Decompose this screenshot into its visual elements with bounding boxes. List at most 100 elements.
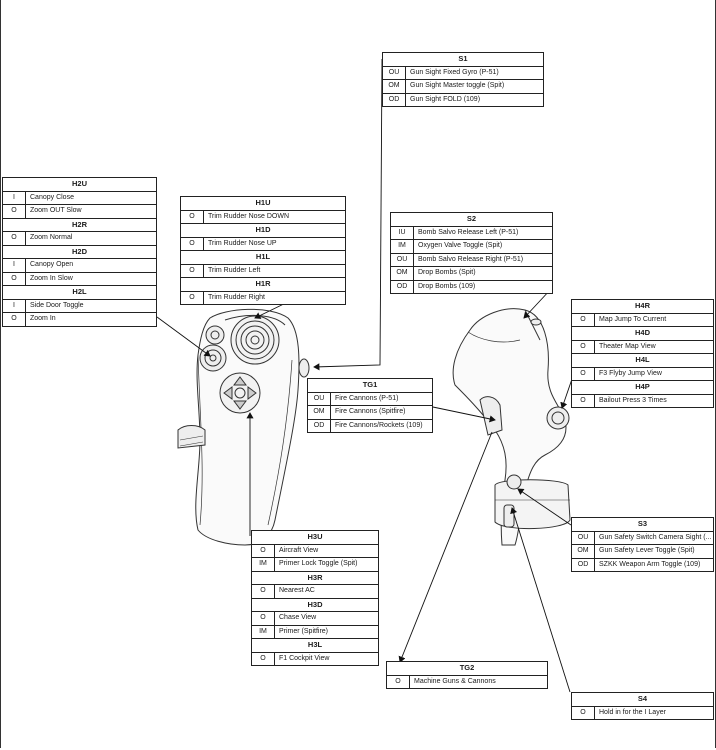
binding-label: Trim Rudder Right xyxy=(208,293,265,301)
binding-label: Bomb Salvo Release Left (P-51) xyxy=(418,228,519,236)
mode-code: I xyxy=(3,259,26,272)
table-header: TG2 xyxy=(387,662,547,676)
table-header: H1L xyxy=(181,251,345,265)
mode-code: O xyxy=(181,264,204,277)
h4-hat-icon xyxy=(546,406,570,430)
table-row: O Trim Rudder Left xyxy=(181,264,345,278)
mode-code: O xyxy=(572,706,595,719)
table-header: S3 xyxy=(572,518,713,532)
mode-code: OU xyxy=(572,531,595,544)
mode-code: OM xyxy=(572,545,595,558)
table-header: H3D xyxy=(252,599,378,612)
mode-code: O xyxy=(387,675,410,688)
mode-code: IM xyxy=(252,558,275,571)
mode-code: O xyxy=(3,205,26,218)
table-header: H3L xyxy=(252,639,378,653)
table-header: H4R xyxy=(572,300,713,314)
table-header: S2 xyxy=(391,213,552,227)
table-row: OU Bomb Salvo Release Right (P-51) xyxy=(391,253,552,267)
mode-code: O xyxy=(3,232,26,245)
table-row: OM Drop Bombs (Spit) xyxy=(391,267,552,281)
binding-label: Theater Map View xyxy=(599,342,656,350)
binding-label: SZKK Weapon Arm Toggle (109) xyxy=(599,560,701,568)
binding-label: Fire Cannons/Rockets (109) xyxy=(335,421,423,429)
binding-label: Gun Safety Switch Camera Sight (... xyxy=(599,533,712,541)
table-row: OM Gun Safety Lever Toggle (Spit) xyxy=(572,545,713,559)
binding-label: Trim Rudder Left xyxy=(208,266,261,274)
table-header: H4P xyxy=(572,381,713,395)
binding-label: Bomb Salvo Release Right (P-51) xyxy=(418,255,524,263)
mode-code: O xyxy=(181,210,204,223)
binding-label: Side Door Toggle xyxy=(30,301,84,309)
mode-code: O xyxy=(572,394,595,407)
binding-label: Hold in for the I Layer xyxy=(599,708,666,716)
binding-label: Zoom In Slow xyxy=(30,274,73,282)
mode-code: O xyxy=(572,340,595,353)
binding-label: Oxygen Valve Toggle (Spit) xyxy=(418,242,503,249)
mode-code: OU xyxy=(391,253,414,266)
table-header: H3U xyxy=(252,531,378,545)
mode-code: OD xyxy=(308,419,331,432)
binding-label: Aircraft View xyxy=(279,546,319,554)
table-header: H2U xyxy=(3,178,156,192)
tg1-side-button-icon xyxy=(298,358,310,378)
binding-label: Map Jump To Current xyxy=(599,315,667,323)
table-row: OM Gun Sight Master toggle (Spit) xyxy=(383,80,543,94)
mode-code: O xyxy=(252,612,275,625)
table-header: H1R xyxy=(181,278,345,292)
binding-label: Gun Sight Master toggle (Spit) xyxy=(410,82,505,89)
mode-code: OD xyxy=(391,280,414,293)
binding-label: Trim Rudder Nose UP xyxy=(208,239,277,247)
mode-code: OD xyxy=(383,93,406,106)
s3-switch-icon xyxy=(506,474,522,490)
mode-code: O xyxy=(3,313,26,326)
table-row: OU Gun Safety Switch Camera Sight (... xyxy=(572,531,713,545)
mode-code: O xyxy=(181,237,204,250)
mode-code: O xyxy=(252,652,275,665)
mode-code: O xyxy=(252,585,275,598)
binding-label: Zoom OUT Slow xyxy=(30,207,82,214)
table-header: H4L xyxy=(572,354,713,368)
mode-code: OM xyxy=(391,267,414,280)
table-header: H2D xyxy=(3,246,156,259)
mode-code: OM xyxy=(383,80,406,93)
table-header: H2R xyxy=(3,219,156,232)
binding-label: Drop Bombs (Spit) xyxy=(418,269,476,276)
mode-code: OU xyxy=(383,66,406,79)
binding-label: Primer (Spitfire) xyxy=(279,627,329,635)
table-row: O Trim Rudder Nose UP xyxy=(181,237,345,251)
binding-label: Gun Safety Lever Toggle (Spit) xyxy=(599,547,695,554)
right-stick-illustration xyxy=(452,308,571,546)
binding-label: Fire Cannons (P-51) xyxy=(335,394,399,402)
table-header: TG1 xyxy=(308,379,432,393)
mode-code: OM xyxy=(308,406,331,419)
binding-label: Zoom Normal xyxy=(30,234,73,241)
mode-code: I xyxy=(3,191,26,204)
